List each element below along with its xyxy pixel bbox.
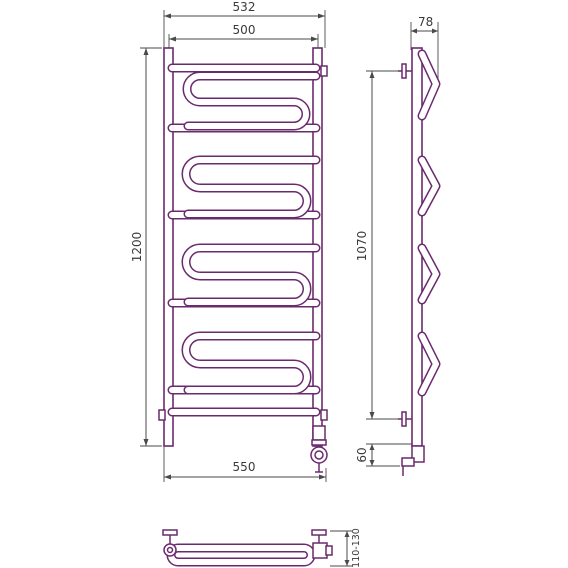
right-bottom-cap xyxy=(320,409,328,421)
dim-label-bottom-offset: 60 xyxy=(355,447,369,462)
side-valve xyxy=(401,445,425,476)
dim-inner-width: 500 xyxy=(168,23,319,50)
side-top-mount xyxy=(398,63,412,79)
dim-label-top-depth: 110-130 xyxy=(351,528,362,568)
dim-label-mount-spacing: 1070 xyxy=(355,231,369,262)
serpentine-section-3 xyxy=(181,243,321,307)
dim-label-side-depth: 78 xyxy=(418,15,433,29)
serpentine-section-2 xyxy=(181,155,321,219)
top-left-fitting xyxy=(163,543,177,557)
bottom-valve xyxy=(310,425,328,473)
left-post xyxy=(163,47,174,447)
dim-label-overall-width: 532 xyxy=(233,0,256,14)
top-right-fitting xyxy=(312,542,328,559)
side-bottom-mount xyxy=(398,411,412,427)
top-right-mount xyxy=(311,529,327,536)
dim-label-bottom-width: 550 xyxy=(233,460,256,474)
serpentine-section-4 xyxy=(181,331,321,395)
dim-label-inner-width: 500 xyxy=(233,23,256,37)
serpentine-section-1 xyxy=(182,71,321,131)
dim-mount-spacing: 1070 xyxy=(355,70,404,420)
dim-side-depth: 78 xyxy=(410,15,439,84)
side-chevrons xyxy=(417,49,441,397)
dim-top-depth: 110-130 xyxy=(330,528,362,568)
top-left-mount xyxy=(162,529,178,536)
right-top-cap xyxy=(320,65,328,77)
dim-bottom-width: 550 xyxy=(163,446,327,482)
dim-label-height: 1200 xyxy=(130,232,144,263)
left-bottom-cap xyxy=(158,409,166,421)
dim-overall-width: 532 xyxy=(163,0,326,48)
dim-bottom-offset: 60 xyxy=(355,443,412,467)
side-view: 78 1070 60 xyxy=(355,15,441,476)
front-view: 532 500 1200 550 xyxy=(130,0,328,482)
dim-height: 1200 xyxy=(130,47,162,447)
top-view: 110-130 xyxy=(162,528,362,568)
